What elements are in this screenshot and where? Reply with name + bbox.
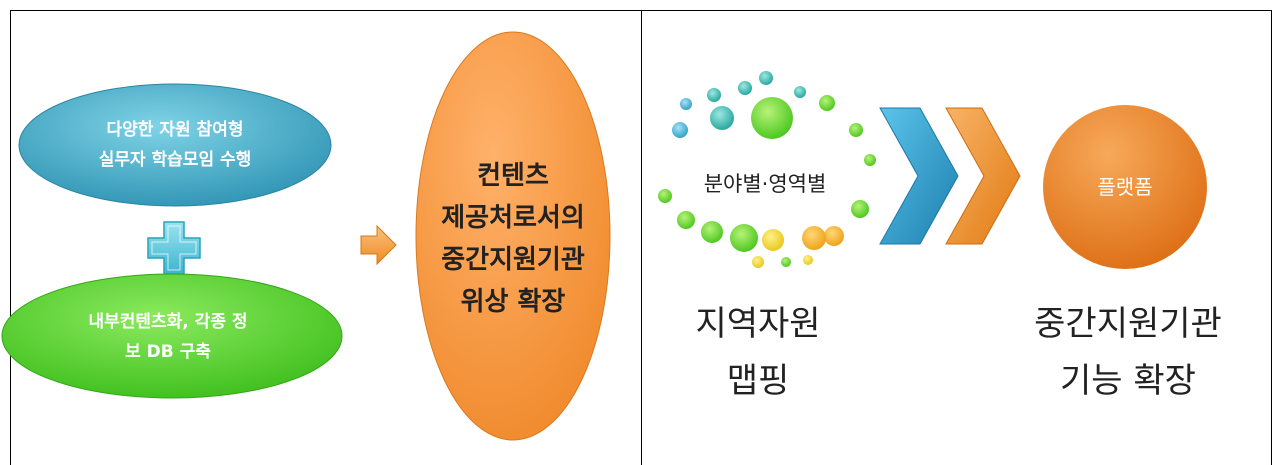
chevron-orange-icon — [945, 107, 1021, 245]
plus-icon — [147, 221, 201, 275]
internal-content-oval — [1, 273, 343, 399]
central-role-line2: 제공처로서의 — [441, 203, 585, 233]
internal-content-oval-line2: 보 DB 구축 — [125, 342, 211, 362]
cluster-label: 분야별·영역별 — [704, 172, 827, 196]
central-role-oval — [415, 31, 611, 441]
central-role-line4: 위상 확장 — [461, 287, 566, 317]
panel-divider — [641, 10, 642, 465]
caption-mapping-line1: 지역자원 — [695, 304, 820, 344]
chevron-blue-icon — [879, 107, 959, 245]
caption-expansion-line1: 중간지원기관 — [1034, 304, 1222, 344]
caption-mapping-line2: 맵핑 — [727, 361, 790, 401]
participation-oval-line1: 다양한 자원 참여형 — [107, 119, 244, 140]
central-role-line1: 컨텐츠 — [477, 161, 549, 191]
platform-circle — [1043, 105, 1207, 269]
participation-oval — [18, 83, 332, 207]
participation-oval-line2: 실무자 학습모임 수행 — [99, 149, 252, 170]
internal-content-oval-line1: 내부컨텐츠화, 각종 정 — [88, 312, 247, 332]
platform-label: 플랫폼 — [1097, 175, 1152, 199]
central-role-line3: 중간지원기관 — [441, 245, 585, 275]
resource-bubble-cluster — [658, 71, 876, 268]
arrow-right-icon — [360, 224, 397, 266]
caption-expansion-line2: 기능 확장 — [1060, 361, 1196, 401]
